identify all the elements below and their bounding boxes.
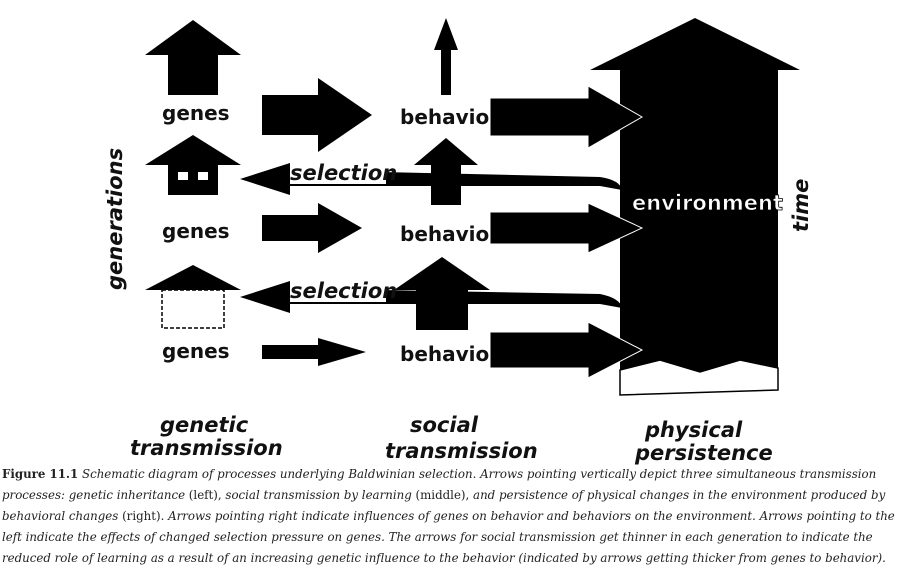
behavior-up-arrow-1 <box>434 18 458 95</box>
behavior-to-environment-arrow-2 <box>489 202 644 254</box>
figure-caption: Figure 11.1 Schematic diagram of process… <box>2 464 900 569</box>
time-label: time <box>789 179 813 232</box>
caption-text-7: Arrows pointing right indicate influence… <box>2 509 895 565</box>
behavior-label-1: behavior <box>400 105 499 129</box>
caption-text-2: (left), <box>185 488 226 502</box>
caption-text-3: social transmission by learning <box>225 488 412 502</box>
physical-persistence-label-2: persistence <box>634 441 773 465</box>
caption-text-4: (middle), <box>411 488 474 502</box>
behavior-label-2: behavior <box>400 222 499 246</box>
social-transmission-label-2: transmission <box>385 439 538 463</box>
selection-label-1: selection <box>290 161 397 185</box>
caption-text-5: and persistence of physical changes in t… <box>2 488 886 523</box>
social-transmission-label-1: social <box>410 413 479 437</box>
genes-to-behavior-arrow-2 <box>262 203 362 253</box>
caption-text-6: (right). <box>118 509 169 523</box>
baldwinian-selection-diagram: environment time generations genes genes… <box>103 18 813 465</box>
selection-arrow-1 <box>240 163 622 195</box>
genetic-transmission-label-1: genetic <box>160 413 249 437</box>
generations-label: generations <box>103 148 127 290</box>
caption-text-1: Schematic diagram of processes underlyin… <box>2 467 877 502</box>
genetic-transmission-label-2: transmission <box>130 436 283 460</box>
behavior-to-environment-arrow-3 <box>489 321 644 379</box>
environment-label: environment <box>632 191 783 215</box>
behavior-up-arrow-2 <box>414 138 478 205</box>
physical-persistence-label-1: physical <box>644 418 743 442</box>
environment-time-arrow <box>590 18 800 396</box>
genes-label-1: genes <box>162 101 230 125</box>
genes-up-arrow-2 <box>145 135 241 195</box>
selection-label-2: selection <box>290 279 397 303</box>
genes-up-arrow-3 <box>145 265 241 329</box>
behavior-to-environment-arrow-1 <box>489 85 644 149</box>
genes-to-behavior-arrow-3 <box>262 338 366 366</box>
genes-to-behavior-arrow-1 <box>262 78 372 152</box>
genes-up-arrow-1 <box>145 20 241 95</box>
behavior-label-3: behavior <box>400 342 499 366</box>
figure-number: Figure 11.1 <box>2 467 79 481</box>
genes-label-2: genes <box>162 219 230 243</box>
selection-arrow-2 <box>240 281 622 313</box>
genes-label-3: genes <box>162 339 230 363</box>
